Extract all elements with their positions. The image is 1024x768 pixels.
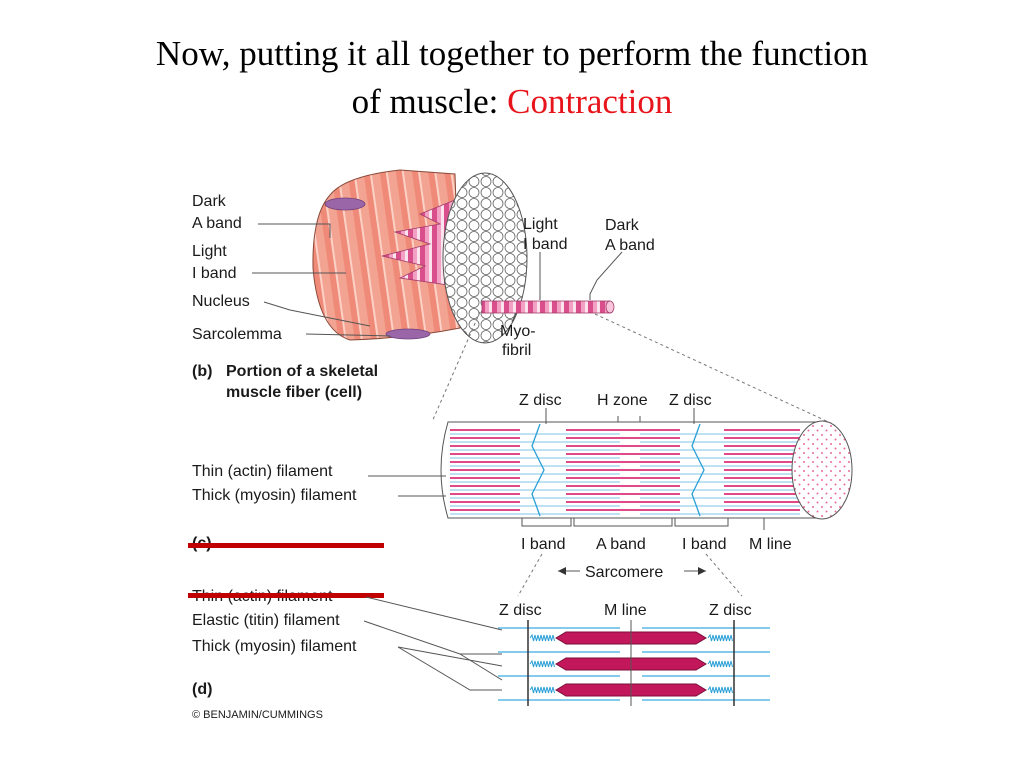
strike-bar-d bbox=[188, 593, 384, 598]
label-i-band: I band bbox=[192, 265, 236, 282]
c-label-h-zone: H zone bbox=[597, 392, 648, 409]
c-label-thick-filament: Thick (myosin) filament bbox=[192, 487, 357, 504]
myofibril-end-face bbox=[791, 420, 853, 520]
label-a-band: A band bbox=[192, 215, 242, 232]
c-label-a-band: A band bbox=[596, 536, 646, 553]
label-sarcomere: Sarcomere bbox=[585, 564, 663, 581]
label-right-a-band: A band bbox=[605, 237, 655, 254]
c-label-m-line: M line bbox=[749, 536, 792, 553]
titin-spring-left bbox=[529, 633, 555, 642]
titin-spring-right bbox=[707, 685, 733, 694]
label-myo: Myo- bbox=[500, 323, 536, 340]
thin-filament-lines bbox=[450, 433, 800, 515]
c-i-band-left-bracket bbox=[521, 518, 572, 527]
strike-bar-c bbox=[188, 543, 384, 548]
d-label-m-line: M line bbox=[604, 602, 647, 619]
sarcomere-detail bbox=[498, 620, 770, 706]
c-label-z-disc-right: Z disc bbox=[669, 392, 712, 409]
d-thick-leader-b bbox=[397, 646, 503, 667]
d-thick-leader-a bbox=[397, 646, 502, 691]
title-line-2: of muscle: Contraction bbox=[0, 78, 1024, 126]
d-elastic-leader-a bbox=[363, 620, 502, 655]
titin-spring-right bbox=[707, 633, 733, 642]
label-right-light: Light bbox=[523, 216, 558, 233]
dark-a-band-leader bbox=[258, 223, 331, 238]
copyright-notice: © BENJAMIN/CUMMINGS bbox=[192, 709, 323, 721]
right-dark-a-band-leader bbox=[589, 251, 623, 300]
label-light: Light bbox=[192, 243, 227, 260]
label-dark: Dark bbox=[192, 193, 227, 210]
d-label-elastic-filament: Elastic (titin) filament bbox=[192, 612, 340, 629]
c-label-thin-filament: Thin (actin) filament bbox=[192, 463, 333, 480]
label-nucleus: Nucleus bbox=[192, 293, 250, 310]
thick-filament-lines bbox=[450, 429, 800, 511]
muscle-fiber-illustration bbox=[312, 169, 528, 344]
label-sarcolemma: Sarcolemma bbox=[192, 326, 282, 343]
panel-b-caption-2: muscle fiber (cell) bbox=[226, 384, 362, 401]
titin-spring-left bbox=[529, 659, 555, 668]
myofibril-cylinder bbox=[440, 420, 853, 520]
c-label-i-band-right: I band bbox=[682, 536, 726, 553]
d-titin-springs bbox=[529, 633, 733, 694]
zoom-line-b-right bbox=[594, 313, 836, 426]
c-z-disc-right bbox=[691, 423, 705, 517]
panel-b-letter: (b) bbox=[192, 363, 212, 380]
titin-spring-right bbox=[707, 659, 733, 668]
d-label-z-disc-right: Z disc bbox=[709, 602, 752, 619]
d-thin-leader bbox=[365, 596, 503, 631]
titin-spring-left bbox=[529, 685, 555, 694]
label-right-i-band: I band bbox=[523, 236, 567, 253]
d-elastic-leader-b bbox=[459, 653, 503, 681]
single-myofibril bbox=[481, 300, 615, 314]
panel-d-letter: (d) bbox=[192, 681, 212, 698]
slide-title: Now, putting it all together to perform … bbox=[0, 30, 1024, 126]
label-right-dark: Dark bbox=[605, 217, 640, 234]
c-label-z-disc-left: Z disc bbox=[519, 392, 562, 409]
d-label-thick-filament: Thick (myosin) filament bbox=[192, 638, 357, 655]
c-a-band-bracket bbox=[573, 518, 673, 527]
sarcolemma-leader bbox=[305, 333, 391, 337]
nucleus-bottom bbox=[385, 328, 431, 340]
d-label-z-disc-left: Z disc bbox=[499, 602, 542, 619]
c-z-disc-left bbox=[531, 423, 545, 517]
label-fibril: fibril bbox=[502, 342, 531, 359]
h-zone-bracket bbox=[617, 416, 641, 423]
panel-b-caption-1: Portion of a skeletal bbox=[226, 363, 378, 380]
nucleus-leader bbox=[263, 301, 371, 327]
c-label-i-band-left: I band bbox=[521, 536, 565, 553]
nucleus-top bbox=[324, 197, 366, 211]
zoom-line-b-left bbox=[431, 311, 481, 423]
protruding-myofibrils bbox=[381, 199, 456, 287]
fiber-cross-section bbox=[442, 172, 528, 344]
myofibril-leader bbox=[511, 312, 517, 323]
c-i-band-right-bracket bbox=[674, 518, 729, 527]
title-line-2-prefix: of muscle: bbox=[351, 82, 508, 121]
sarcomere-span-arrow bbox=[517, 553, 743, 597]
title-accent-word: Contraction bbox=[507, 82, 673, 121]
d-thin-filaments bbox=[498, 627, 770, 701]
title-line-1: Now, putting it all together to perform … bbox=[155, 34, 869, 73]
